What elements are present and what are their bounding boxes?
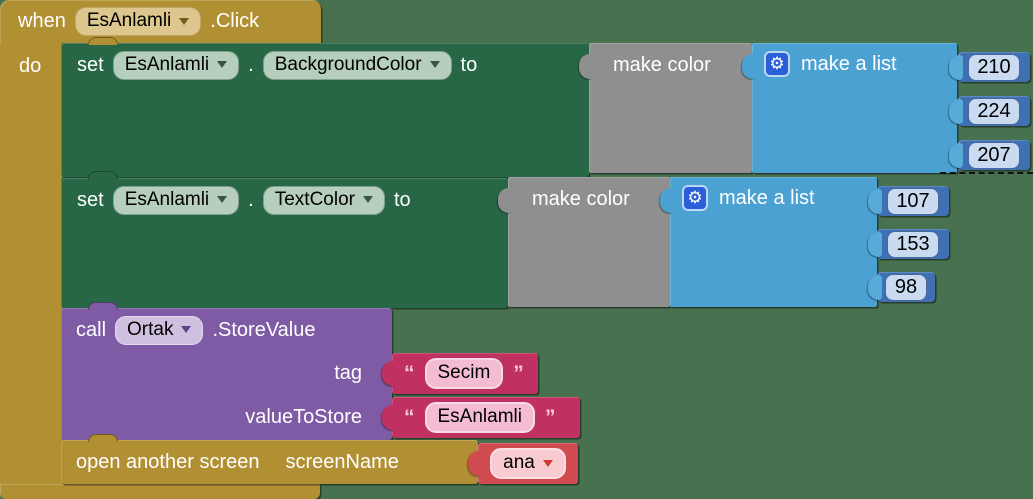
text-string-block[interactable]: “ Secim ” bbox=[382, 353, 538, 394]
number-block[interactable]: 98 bbox=[868, 272, 935, 302]
chevron-down-icon bbox=[181, 326, 192, 333]
when-event-block-side[interactable]: do bbox=[0, 43, 62, 484]
number-block[interactable]: 107 bbox=[868, 186, 949, 216]
param-valuetostore-label: valueToStore bbox=[245, 405, 362, 428]
make-a-list-label: make a list bbox=[719, 186, 815, 209]
when-event-block-bottom[interactable] bbox=[0, 484, 320, 499]
gear-icon[interactable]: ⚙ bbox=[764, 51, 790, 77]
number-block[interactable]: 224 bbox=[949, 96, 1030, 126]
connector-tab bbox=[742, 54, 756, 79]
connector-tab bbox=[660, 188, 674, 213]
make-color-label: make color bbox=[613, 54, 711, 76]
selection-outline bbox=[940, 172, 1033, 174]
screen-name-dropdown[interactable]: ana bbox=[490, 448, 566, 479]
number-field[interactable]: 207 bbox=[968, 141, 1020, 169]
dot-label: . bbox=[248, 188, 254, 211]
screenname-param-label: screenName bbox=[285, 450, 399, 473]
number-field[interactable]: 210 bbox=[968, 53, 1020, 81]
when-event-block-header[interactable]: when EsAnlamli .Click bbox=[0, 0, 321, 43]
property-dropdown[interactable]: TextColor bbox=[262, 185, 385, 215]
connector-tab bbox=[868, 232, 882, 257]
make-a-list-block[interactable]: ⚙ make a list bbox=[660, 177, 877, 307]
dot-label: . bbox=[248, 53, 254, 76]
connector-tab bbox=[949, 143, 963, 168]
to-label: to bbox=[393, 188, 411, 211]
connector-notch bbox=[88, 171, 118, 179]
screen-name-block[interactable]: ana bbox=[468, 443, 578, 484]
connector-tab bbox=[468, 451, 482, 476]
gear-icon[interactable]: ⚙ bbox=[682, 185, 708, 211]
call-component-dropdown[interactable]: Ortak bbox=[115, 315, 204, 345]
connector-tab bbox=[382, 405, 396, 430]
text-field[interactable]: Secim bbox=[424, 358, 504, 389]
connector-tab bbox=[579, 54, 593, 79]
make-color-label: make color bbox=[532, 188, 630, 210]
connector-tab bbox=[382, 361, 396, 386]
to-label: to bbox=[460, 53, 478, 76]
number-field[interactable]: 153 bbox=[887, 230, 939, 258]
call-component-dropdown-label: Ortak bbox=[127, 318, 174, 340]
close-quote-label: ” bbox=[513, 361, 524, 385]
chevron-down-icon bbox=[217, 196, 228, 203]
event-component-dropdown[interactable]: EsAnlamli bbox=[74, 7, 202, 36]
open-quote-label: “ bbox=[404, 361, 415, 385]
connector-tab bbox=[868, 275, 882, 300]
connector-tab bbox=[949, 99, 963, 124]
make-color-block[interactable]: make color bbox=[498, 177, 670, 307]
chevron-down-icon bbox=[179, 17, 190, 25]
do-label: do bbox=[19, 55, 42, 77]
make-a-list-block[interactable]: ⚙ make a list bbox=[742, 43, 957, 173]
set-textcolor-block[interactable]: set EsAnlamli . TextColor to bbox=[61, 177, 508, 308]
number-field[interactable]: 107 bbox=[887, 187, 939, 215]
open-screen-label: open another screen bbox=[76, 450, 260, 473]
set-component-dropdown[interactable]: EsAnlamli bbox=[112, 185, 240, 215]
set-component-dropdown[interactable]: EsAnlamli bbox=[112, 50, 240, 80]
property-dropdown-label: BackgroundColor bbox=[274, 53, 422, 75]
close-quote-label: ” bbox=[544, 405, 556, 429]
number-block[interactable]: 153 bbox=[868, 229, 949, 259]
event-component-dropdown-label: EsAnlamli bbox=[86, 10, 172, 31]
make-color-block[interactable]: make color bbox=[579, 43, 752, 173]
chevron-down-icon bbox=[542, 459, 553, 467]
connector-tab bbox=[868, 189, 882, 214]
set-component-dropdown-label: EsAnlamli bbox=[124, 53, 210, 75]
event-name-label: .Click bbox=[210, 10, 260, 32]
set-component-dropdown-label: EsAnlamli bbox=[124, 188, 210, 210]
text-field[interactable]: EsAnlamli bbox=[424, 402, 535, 433]
param-tag-label: tag bbox=[334, 362, 362, 384]
set-label: set bbox=[77, 188, 104, 211]
text-string-block[interactable]: “ EsAnlamli ” bbox=[382, 397, 580, 438]
connector-tab bbox=[949, 55, 963, 80]
chevron-down-icon bbox=[362, 196, 373, 203]
open-another-screen-block[interactable]: open another screen screenName bbox=[61, 440, 478, 484]
number-block[interactable]: 210 bbox=[949, 52, 1030, 82]
number-field[interactable]: 98 bbox=[885, 273, 927, 301]
connector-tab bbox=[498, 188, 512, 213]
open-quote-label: “ bbox=[404, 405, 415, 429]
screen-name-dropdown-label: ana bbox=[503, 452, 535, 473]
when-label: when bbox=[18, 10, 66, 32]
make-a-list-label: make a list bbox=[801, 52, 897, 75]
chevron-down-icon bbox=[429, 61, 440, 68]
connector-notch bbox=[88, 37, 118, 45]
connector-notch bbox=[88, 434, 118, 442]
chevron-down-icon bbox=[217, 61, 228, 68]
number-block[interactable]: 207 bbox=[949, 140, 1030, 170]
set-label: set bbox=[77, 53, 104, 76]
call-storevalue-block[interactable]: call Ortak .StoreValue tag valueToStore bbox=[61, 308, 392, 440]
number-field[interactable]: 224 bbox=[968, 97, 1020, 125]
property-dropdown-label: TextColor bbox=[274, 188, 355, 210]
call-label: call bbox=[76, 318, 107, 341]
set-backgroundcolor-block[interactable]: set EsAnlamli . BackgroundColor to bbox=[61, 43, 589, 177]
property-dropdown[interactable]: BackgroundColor bbox=[262, 50, 452, 80]
connector-notch bbox=[88, 302, 118, 310]
method-label: .StoreValue bbox=[212, 318, 316, 341]
